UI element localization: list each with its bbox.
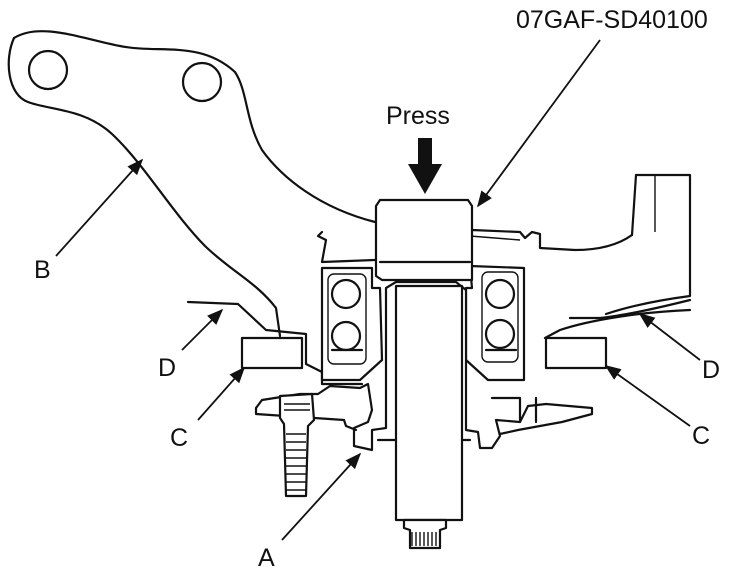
leader-c-right bbox=[604, 365, 691, 427]
callout-b: B bbox=[34, 256, 51, 284]
callout-d-left: D bbox=[158, 354, 176, 382]
leader-b bbox=[55, 158, 144, 257]
press-label: Press bbox=[386, 102, 450, 130]
hub-spindle bbox=[394, 284, 464, 550]
callout-c-left: C bbox=[170, 424, 188, 452]
press-arrow bbox=[408, 138, 442, 194]
leader-d-left bbox=[181, 308, 224, 351]
leader-tool bbox=[477, 39, 601, 208]
leader-a bbox=[281, 452, 362, 541]
leader-d-right bbox=[638, 313, 701, 361]
callout-d-right: D bbox=[702, 356, 720, 384]
special-tool-07gaf-sd40100 bbox=[374, 198, 474, 282]
callout-a: A bbox=[258, 544, 275, 572]
collar-c-right bbox=[544, 336, 608, 370]
knuckle-arm bbox=[7, 30, 377, 338]
bearing-left bbox=[320, 266, 384, 382]
collar-c-left bbox=[240, 336, 304, 370]
tool-label: 07GAF-SD40100 bbox=[516, 6, 708, 34]
bearing-right bbox=[464, 264, 526, 382]
knuckle-body bbox=[186, 230, 692, 386]
knuckle-right-bracket bbox=[469, 173, 692, 316]
leader-c-left bbox=[197, 366, 246, 421]
callout-c-right: C bbox=[692, 422, 710, 450]
wheel-stud bbox=[278, 392, 316, 498]
